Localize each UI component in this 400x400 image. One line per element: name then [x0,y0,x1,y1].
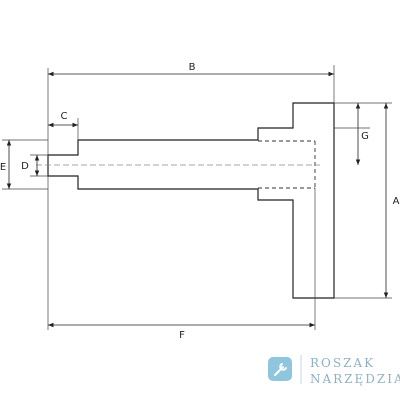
dim-label-e: E [0,162,6,173]
dim-label-b: B [189,62,196,73]
wrench-glyph [274,363,287,376]
dim-label-f: F [179,330,185,341]
dim-label-g: G [361,131,369,142]
part-outline [47,102,335,299]
hidden-bore-lines [258,140,316,189]
watermark: ROSZAK NARZĘDZIA [268,355,400,386]
extension-lines [2,65,392,330]
watermark-line2: NARZĘDZIA [310,372,400,386]
dim-label-c: C [61,111,68,122]
dimension-lines [6,71,389,328]
dim-label-a: A [393,196,400,207]
dim-label-d: D [21,161,29,172]
watermark-line1: ROSZAK [310,356,375,370]
